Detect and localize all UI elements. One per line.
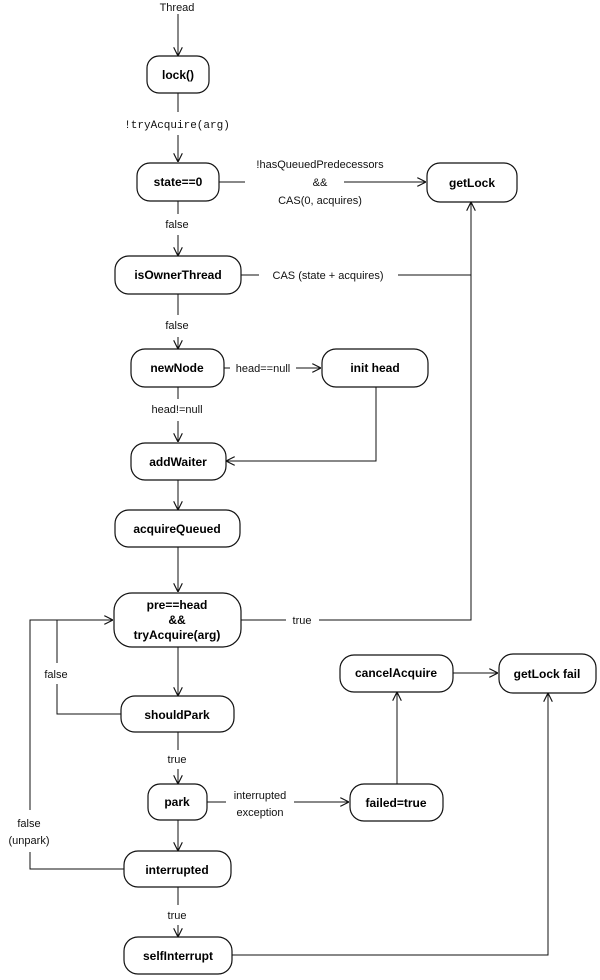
label-head-null: head==null — [236, 363, 290, 375]
node-cancelacquire: cancelAcquire — [339, 654, 454, 693]
node-park: park — [147, 783, 208, 821]
node-lock: lock() — [146, 55, 210, 94]
svg-text:cancelAcquire: cancelAcquire — [355, 666, 437, 680]
label-state-false: false — [165, 219, 188, 231]
node-init-head: init head — [321, 348, 429, 388]
svg-text:shouldPark: shouldPark — [144, 708, 210, 722]
node-selfinterrupt: selfInterrupt — [123, 936, 233, 975]
edge-selfinterrupt-to-getlockfail — [232, 693, 548, 956]
edge-prehead-true-to-getlock — [241, 202, 471, 621]
label-loop-false: false — [44, 669, 67, 681]
label-head-not-null: head!=null — [151, 404, 202, 416]
node-failed-true: failed=true — [349, 783, 444, 822]
svg-text:getLock: getLock — [449, 176, 495, 190]
node-getlock: getLock — [426, 162, 518, 203]
label-interrupted-exception-line1: interrupted — [234, 790, 287, 802]
svg-text:acquireQueued: acquireQueued — [133, 522, 220, 536]
label-unpark-false-line2: (unpark) — [9, 835, 50, 847]
svg-text:newNode: newNode — [150, 361, 204, 375]
svg-text:&&: && — [168, 613, 186, 627]
node-addwaiter: addWaiter — [130, 442, 227, 481]
label-has-queued-line1: !hasQueuedPredecessors — [256, 159, 384, 171]
label-interrupted-exception-line2: exception — [236, 807, 283, 819]
label-interrupted-true: true — [168, 910, 187, 922]
edge-interrupted-false-loop — [29, 619, 124, 870]
label-has-queued-line3: CAS(0, acquires) — [278, 195, 362, 207]
svg-text:state==0: state==0 — [154, 175, 203, 189]
svg-text:addWaiter: addWaiter — [149, 455, 207, 469]
start-label: Thread — [160, 2, 195, 14]
svg-text:tryAcquire(arg): tryAcquire(arg) — [134, 628, 221, 642]
svg-text:failed=true: failed=true — [365, 796, 426, 810]
svg-text:isOwnerThread: isOwnerThread — [134, 268, 221, 282]
node-state-check: state==0 — [136, 162, 220, 202]
svg-text:lock(): lock() — [162, 68, 194, 82]
node-pre-head-check: pre==head && tryAcquire(arg) — [113, 592, 242, 648]
label-owner-false: false — [165, 320, 188, 332]
label-unpark-false-line1: false — [17, 818, 40, 830]
label-has-queued-line2: && — [313, 177, 328, 189]
label-pre-true: true — [293, 615, 312, 627]
node-acquirequeued: acquireQueued — [114, 509, 241, 548]
label-park-true: true — [168, 754, 187, 766]
svg-text:getLock fail: getLock fail — [514, 667, 581, 681]
node-interrupted: interrupted — [123, 850, 232, 888]
svg-text:init head: init head — [350, 361, 399, 375]
edge-shouldpark-false-loop — [56, 620, 121, 715]
node-getlock-fail: getLock fail — [498, 653, 597, 694]
label-try-acquire: !tryAcquire(arg) — [124, 120, 230, 132]
edge-inithead-to-addwaiter — [226, 387, 377, 461]
node-shouldpark: shouldPark — [120, 695, 235, 733]
node-isownerthread: isOwnerThread — [114, 255, 242, 295]
svg-text:interrupted: interrupted — [145, 863, 208, 877]
svg-text:selfInterrupt: selfInterrupt — [143, 949, 213, 963]
label-cas-state: CAS (state + acquires) — [273, 270, 384, 282]
node-newnode: newNode — [130, 348, 225, 388]
svg-text:park: park — [164, 795, 190, 809]
svg-text:pre==head: pre==head — [147, 598, 208, 612]
